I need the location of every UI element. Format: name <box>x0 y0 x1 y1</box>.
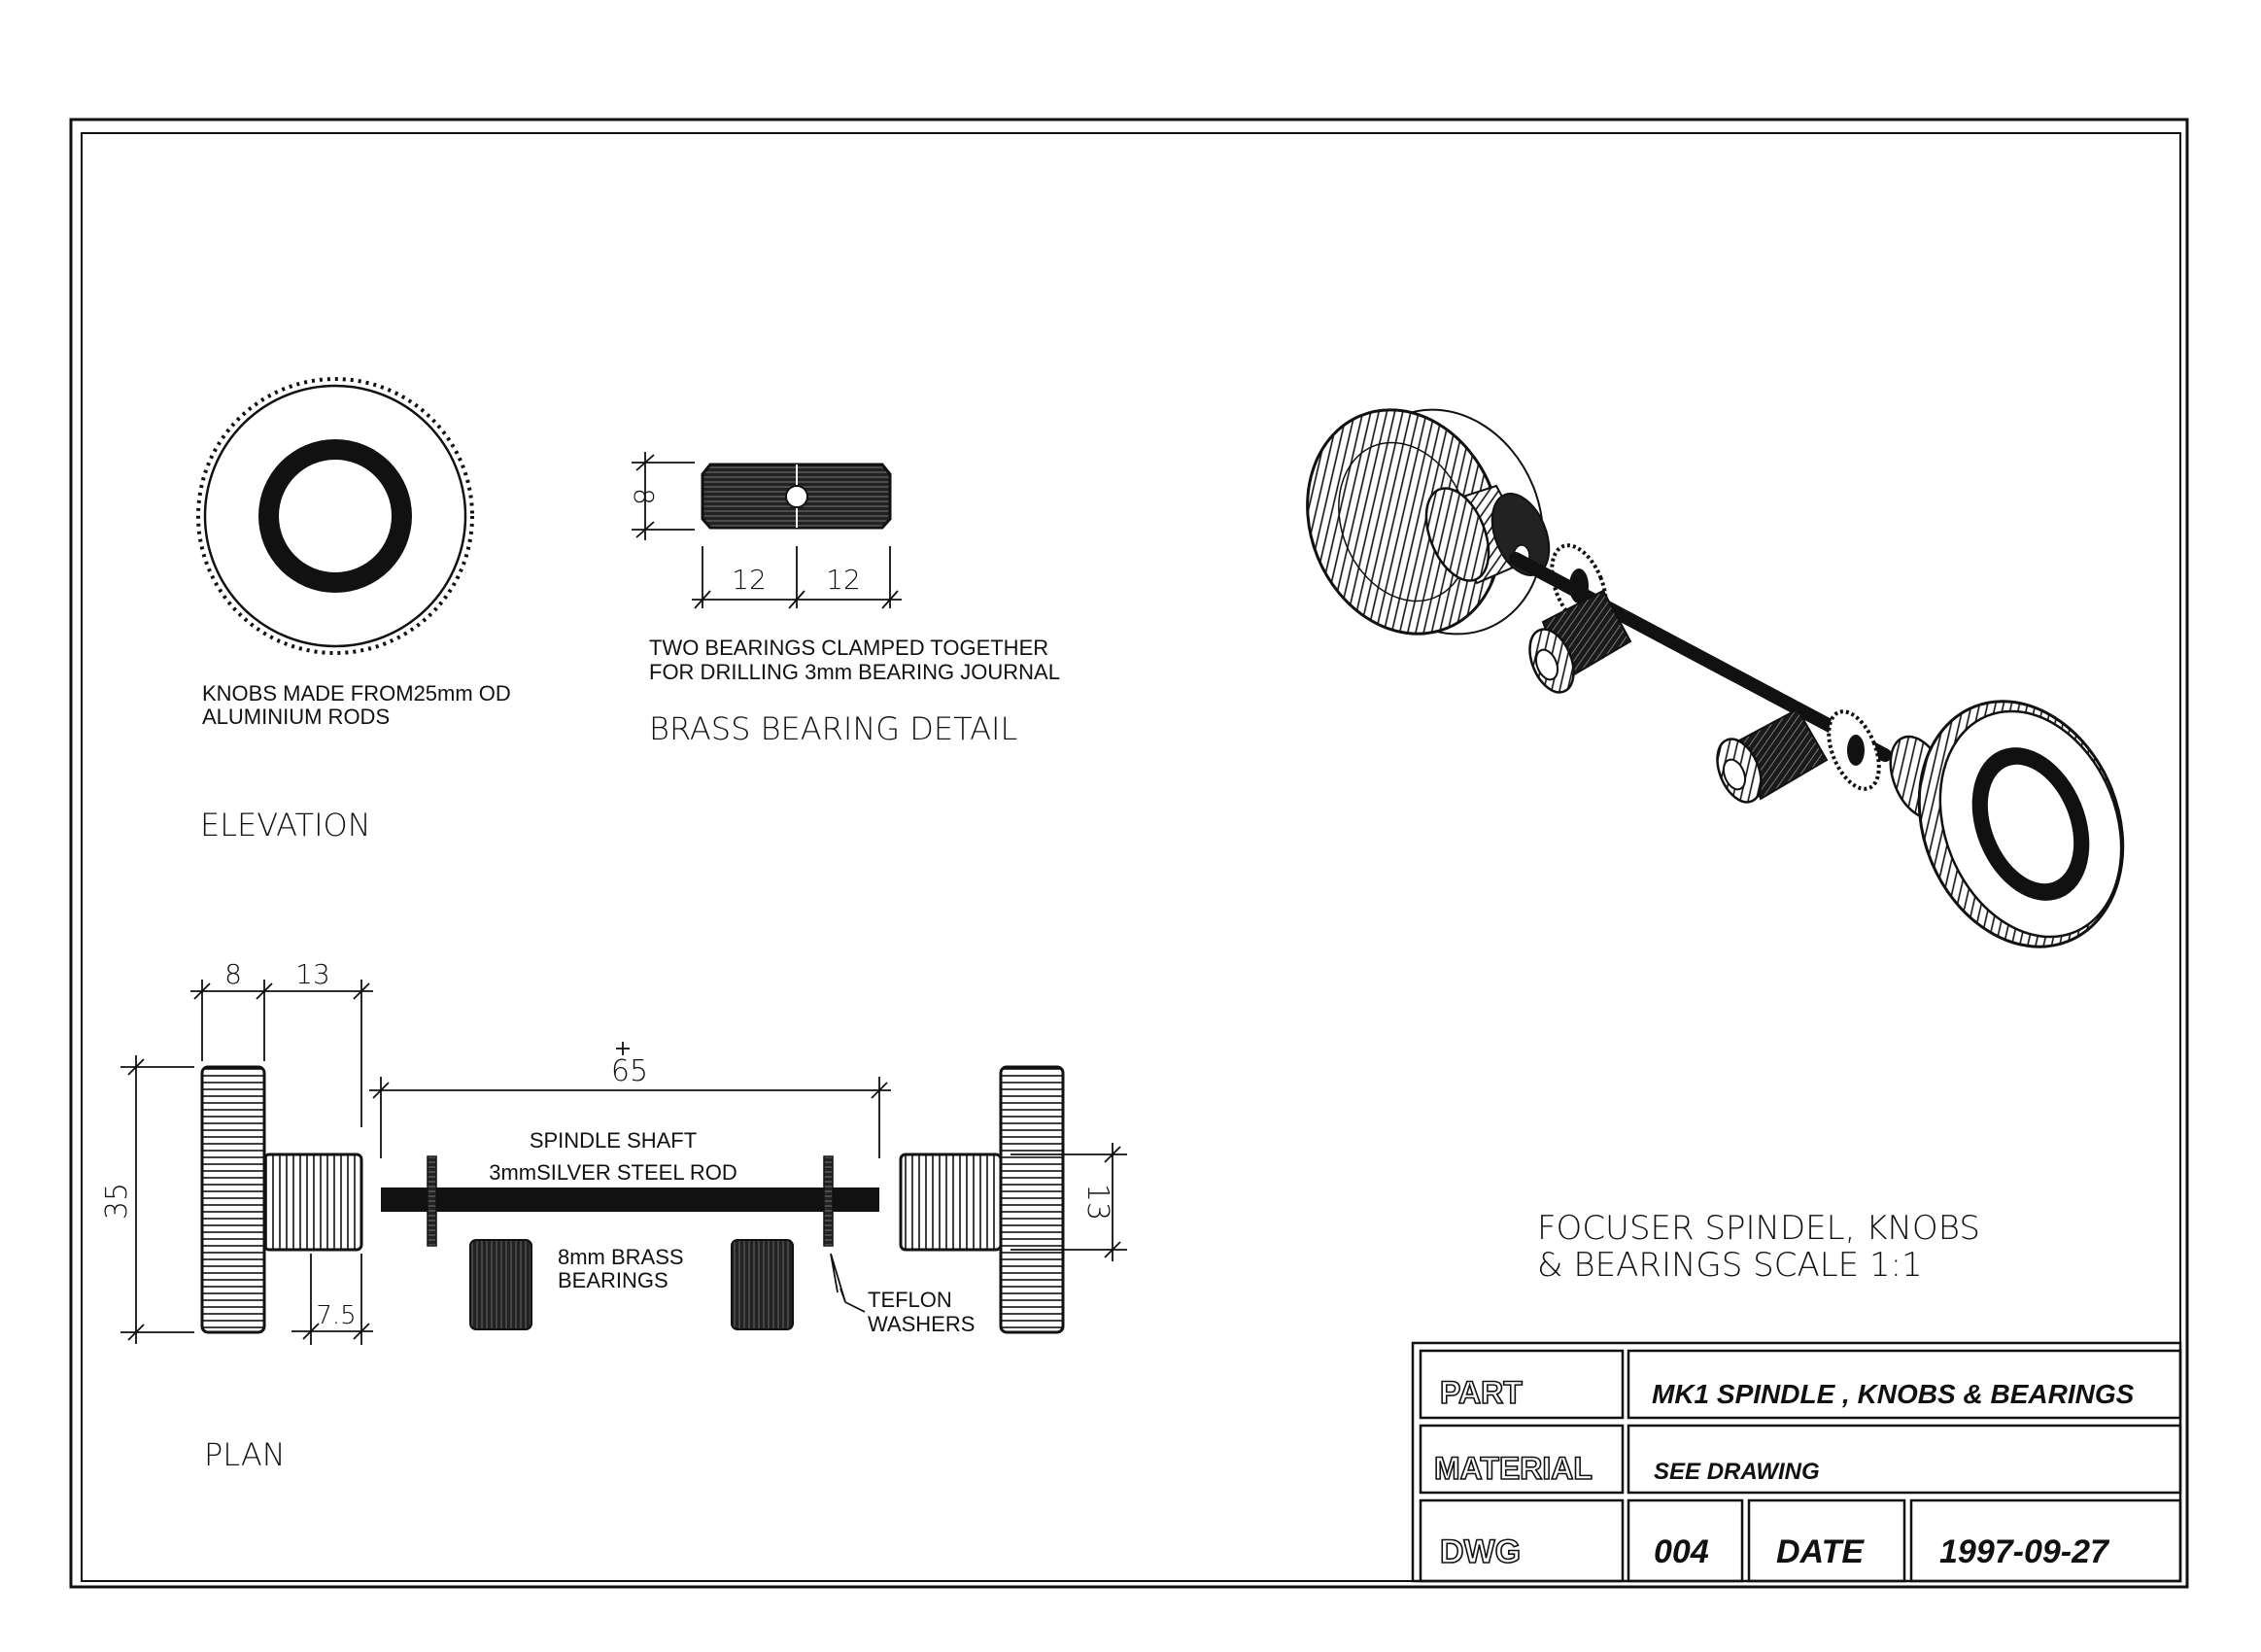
iso-caption-line1: FOCUSER SPINDEL, KNOBS <box>1537 1209 1980 1248</box>
title-part-label: PART <box>1440 1375 1523 1410</box>
plan-dim-boss-small: 7.5 <box>316 1301 356 1330</box>
plan-left-boss <box>262 1153 363 1252</box>
plan-washers-line1: TEFLON <box>868 1288 952 1312</box>
iso-shaft <box>1509 552 1892 762</box>
plan-dim-boss-diameter: 13 <box>1080 1184 1114 1221</box>
plan-dim-shaft-length: 65 <box>611 1054 648 1088</box>
plan-washers-line2: WASHERS <box>868 1312 975 1336</box>
iso-right-knob <box>1917 700 2125 948</box>
bearing-dimensions <box>632 452 902 609</box>
elevation-caption: ELEVATION <box>200 807 371 843</box>
plan-left-knob <box>200 1065 266 1334</box>
plan-right-boss <box>899 1153 1003 1252</box>
iso-caption-line2: & BEARINGS SCALE 1:1 <box>1537 1246 1923 1285</box>
iso-washer-2 <box>1827 709 1881 791</box>
plan-washer-right <box>823 1155 834 1247</box>
plan-dimensions <box>120 980 1127 1345</box>
plan-dim-knob-diameter: 35 <box>100 1183 134 1220</box>
plan-right-knob <box>999 1065 1065 1334</box>
sheet-border <box>69 118 2189 1589</box>
plan-shaft <box>381 1187 879 1212</box>
bearing-note-line2: FOR DRILLING 3mm BEARING JOURNAL <box>649 660 1060 684</box>
knob-elevation <box>196 377 474 655</box>
bearing-dim-right: 12 <box>826 564 861 596</box>
iso-bearing-1 <box>1528 589 1632 694</box>
plan-washer-left <box>427 1155 437 1247</box>
bearing-dim-height: 8 <box>628 488 660 505</box>
elevation-note-line1: KNOBS MADE FROM25mm OD <box>202 681 511 706</box>
title-date-value: 1997-09-27 <box>1939 1533 2110 1570</box>
title-material-value: SEE DRAWING <box>1654 1459 1820 1485</box>
isometric-assembly: FOCUSER SPINDEL, KNOBS & BEARINGS SCALE … <box>1306 408 2125 1285</box>
plan-bearing-left <box>469 1239 532 1330</box>
plan-bearings-line2: BEARINGS <box>558 1268 668 1292</box>
title-material-label: MATERIAL <box>1434 1451 1593 1486</box>
bearing-detail-caption: BRASS BEARING DETAIL <box>649 710 1017 747</box>
bearing-dim-left: 12 <box>732 564 767 596</box>
plan-shaft-label-line1: SPINDLE SHAFT <box>530 1128 697 1153</box>
bearing-pair <box>701 463 892 530</box>
bearing-note-line1: TWO BEARINGS CLAMPED TOGETHER <box>649 636 1048 660</box>
plan-shaft-label-line2: 3mmSILVER STEEL ROD <box>489 1160 737 1185</box>
elevation-note-line2: ALUMINIUM RODS <box>202 705 390 729</box>
iso-bearing-2 <box>1716 707 1829 804</box>
title-block: PART MK1 SPINDLE , KNOBS & BEARINGS MATE… <box>1411 1341 2182 1583</box>
title-part-value: MK1 SPINDLE , KNOBS & BEARINGS <box>1652 1379 2135 1409</box>
plan-view: 8 13 65 35 13 7.5 SPINDLE SHAFT 3mmSILVE… <box>100 958 1127 1473</box>
plan-caption: PLAN <box>204 1436 286 1473</box>
plan-dim-knob-width: 8 <box>224 958 242 990</box>
elevation-view: KNOBS MADE FROM25mm OD ALUMINIUM RODS EL… <box>196 377 511 843</box>
plan-dim-boss-length: 13 <box>295 958 330 990</box>
bearing-detail-view: 8 12 12 TWO BEARINGS CLAMPED TOGETHER FO… <box>628 452 1060 747</box>
plan-bearing-right <box>731 1239 794 1330</box>
title-dwg-label: DWG <box>1440 1533 1521 1570</box>
title-dwg-value: 004 <box>1654 1533 1709 1570</box>
plan-bearings-line1: 8mm BRASS <box>558 1245 684 1269</box>
title-date-label: DATE <box>1776 1533 1865 1570</box>
